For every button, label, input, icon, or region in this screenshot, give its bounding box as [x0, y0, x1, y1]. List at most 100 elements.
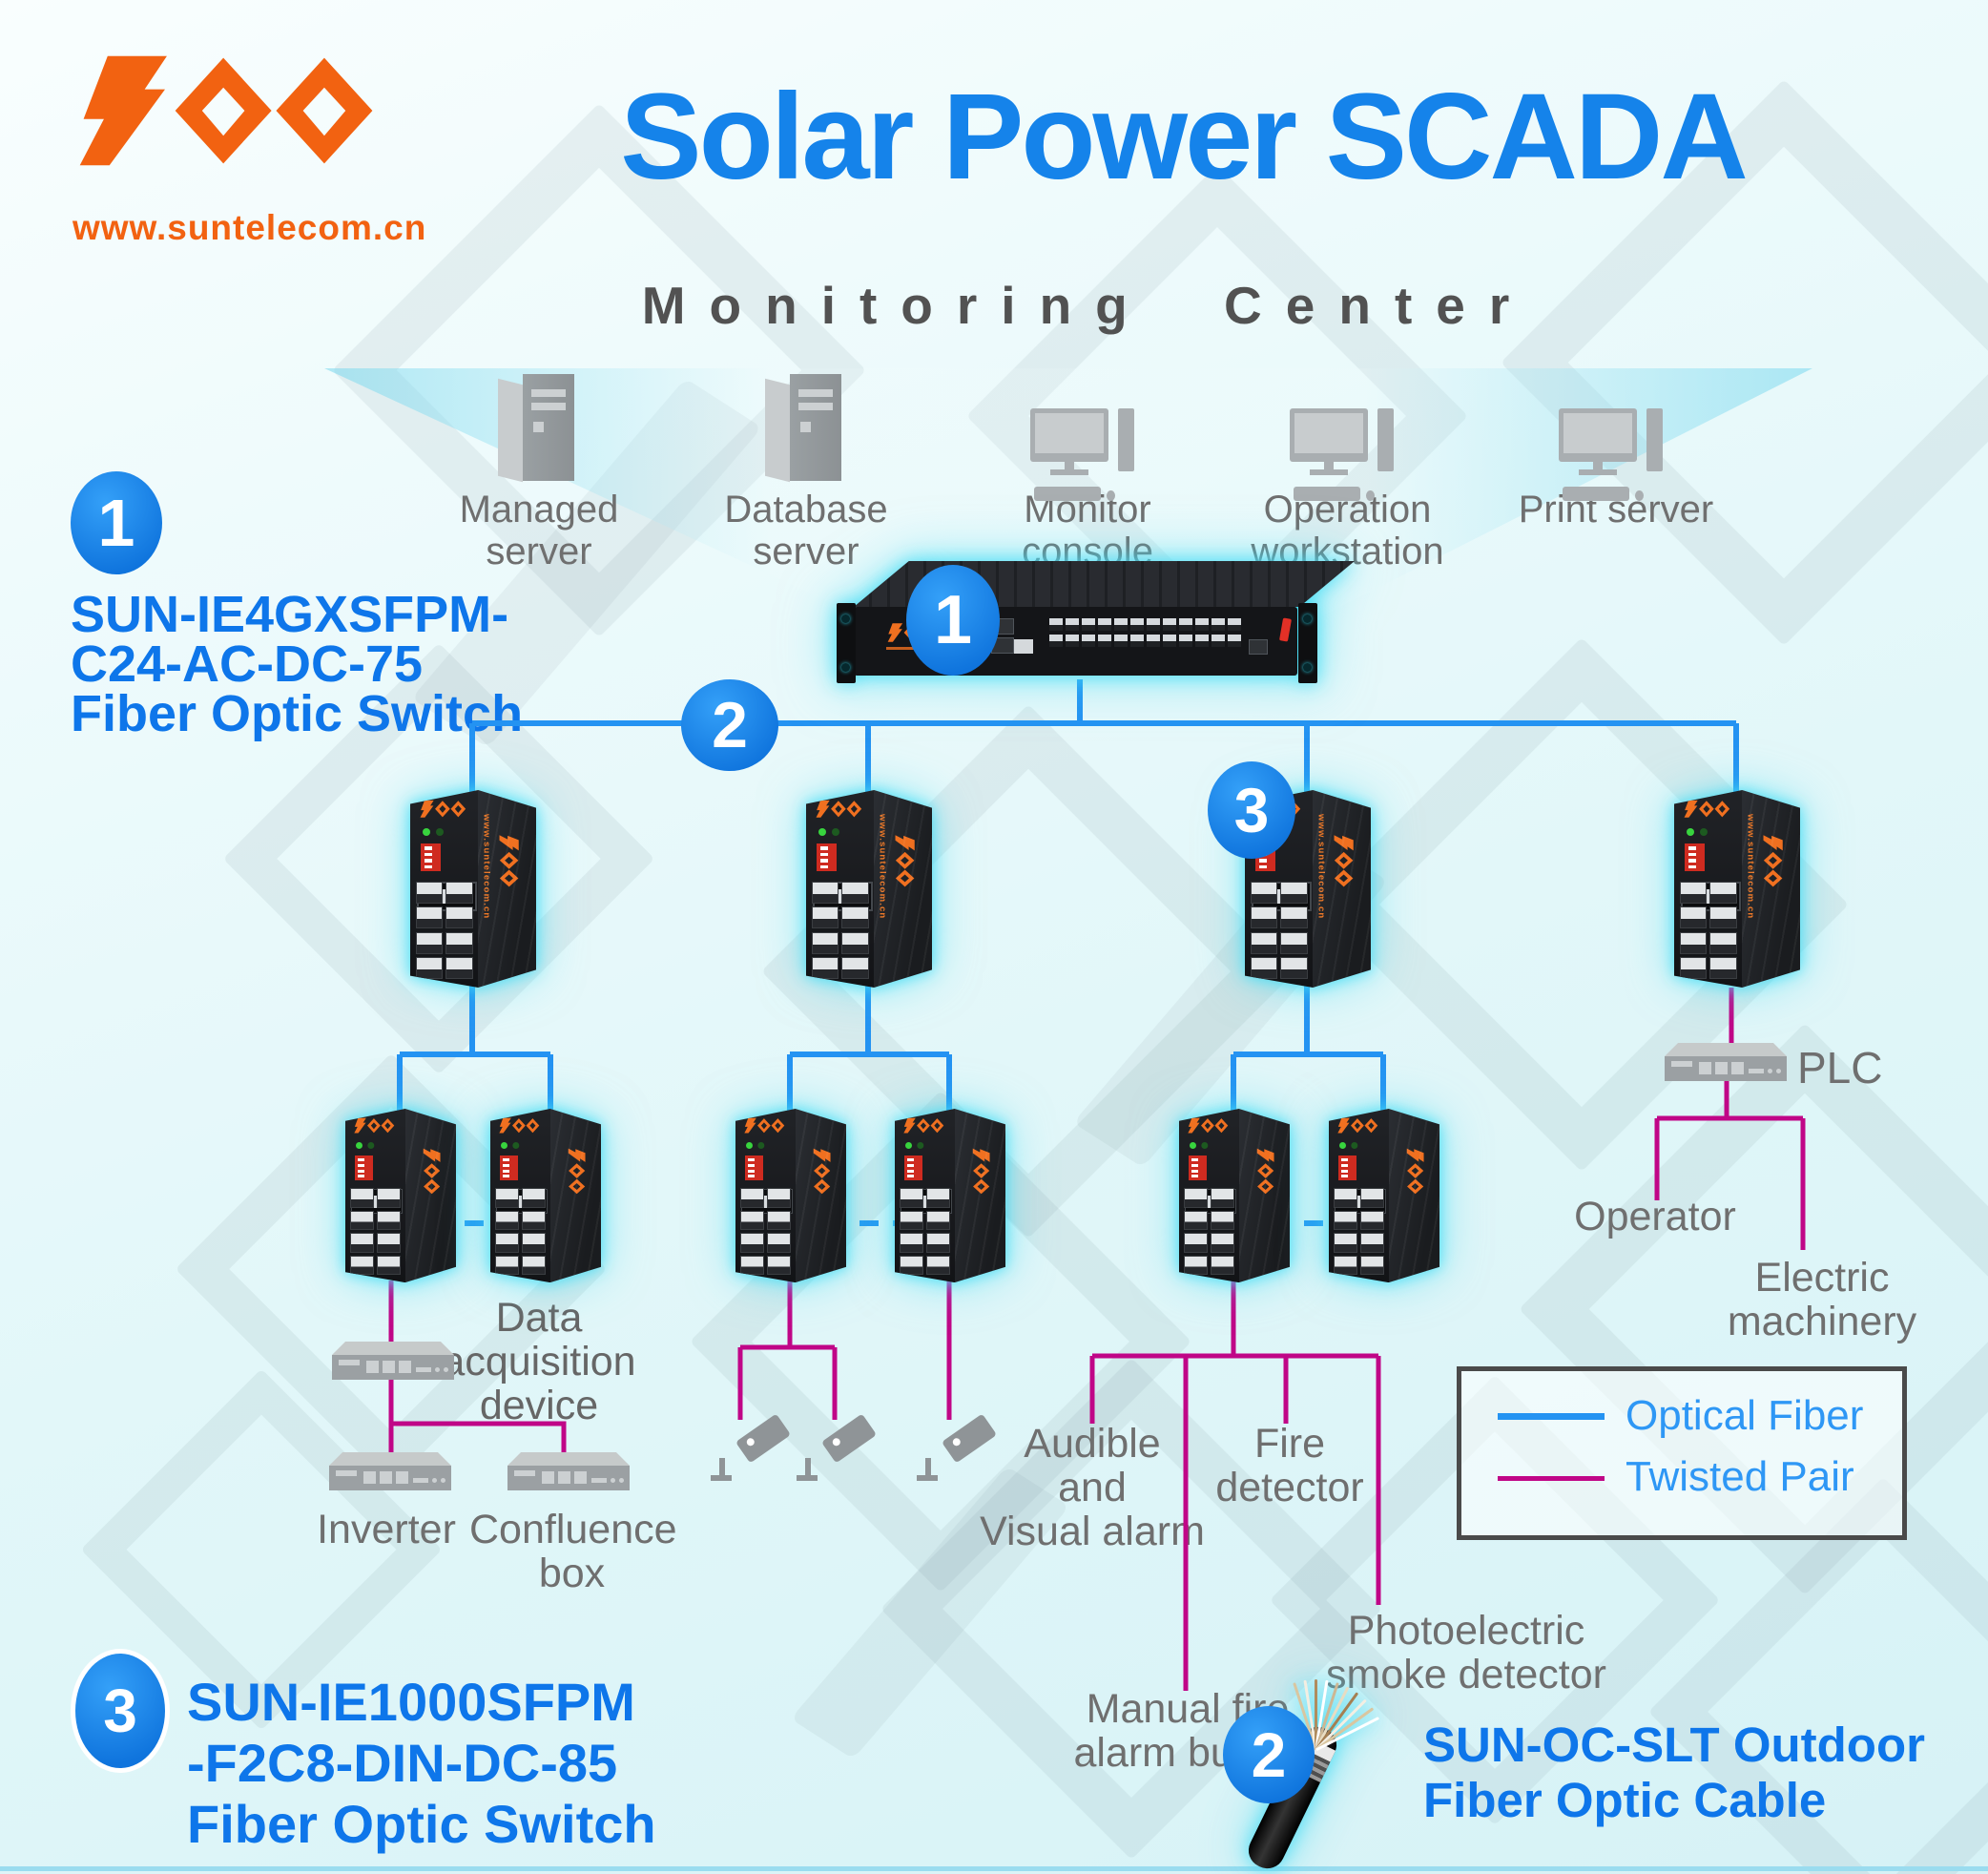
- rack-rj45-port: [1130, 635, 1144, 647]
- note-line: Fiber Optic Switch: [187, 1794, 656, 1854]
- rj45-port-grid: [1679, 881, 1737, 979]
- operation-workstation-icon: [1290, 408, 1404, 504]
- monitor-base: [1310, 469, 1348, 475]
- edge-switch-2a: [735, 1109, 847, 1283]
- tower-side: [765, 378, 790, 483]
- monitor-stand: [1593, 462, 1603, 469]
- rj45-port: [1184, 1210, 1208, 1231]
- mouse: [1635, 490, 1644, 501]
- rj45-port: [925, 1210, 950, 1231]
- rack-rj45-port: [1066, 618, 1079, 631]
- device-slot: [1699, 1062, 1711, 1074]
- rj45-port: [495, 1188, 519, 1208]
- monitor-base: [1579, 469, 1617, 475]
- keyboard: [1034, 487, 1101, 501]
- rack-rj45-port: [1098, 635, 1111, 647]
- label-line: Managed: [459, 489, 619, 531]
- rj45-port: [1359, 1188, 1384, 1208]
- label-database-server: Database server: [701, 489, 911, 573]
- switch-front-panel: [895, 1109, 955, 1283]
- rj45-port: [740, 1188, 764, 1208]
- rj45-port: [1709, 906, 1737, 928]
- badge-2-note: 2: [1223, 1706, 1315, 1803]
- device-slot: [383, 1361, 395, 1373]
- page-title: Solar Power SCADA: [620, 69, 1749, 205]
- sun-logo-side: [1759, 834, 1783, 889]
- rj45-port: [1184, 1188, 1208, 1208]
- rj45-port: [900, 1210, 923, 1231]
- switch-front-panel: [806, 790, 875, 988]
- camera-body: [820, 1413, 878, 1464]
- device-front: [329, 1466, 451, 1490]
- rj45-port: [766, 1210, 791, 1231]
- rj45-port: [350, 1233, 374, 1253]
- mouse: [1366, 490, 1375, 501]
- device-dot: [1776, 1069, 1781, 1073]
- rj45-port-grid: [1250, 881, 1308, 979]
- switch-body: www.suntelecom.cn: [410, 790, 536, 988]
- label-inverter: Inverter: [317, 1507, 456, 1552]
- rj45-port: [1210, 1233, 1234, 1253]
- label-line: Database: [724, 489, 888, 531]
- sun-logo-mark: [1763, 835, 1783, 887]
- rj45-port: [1679, 906, 1707, 928]
- rj45-port: [811, 931, 839, 954]
- switch-front-panel: [735, 1109, 796, 1283]
- dip-switch-block: [745, 1156, 763, 1180]
- rj45-port-grid: [415, 881, 473, 979]
- power-led: [422, 828, 430, 836]
- device-slot: [399, 1361, 411, 1373]
- device-front: [507, 1466, 630, 1490]
- rj45-port: [376, 1255, 401, 1276]
- device-dot: [444, 1367, 448, 1372]
- side-url-text: www.suntelecom.cn: [1745, 813, 1756, 920]
- sun-logo-side: [421, 1147, 442, 1196]
- device-dot: [611, 1478, 615, 1483]
- dip-switch-block: [817, 843, 838, 871]
- tower-slot: [798, 403, 833, 410]
- device-front: [1665, 1056, 1787, 1081]
- rack-rj45-port: [1211, 618, 1225, 631]
- power-led: [1686, 828, 1694, 836]
- camera-lens-dot: [745, 1436, 756, 1447]
- device-top-face: [329, 1452, 451, 1466]
- cctv-camera-icon: [792, 1413, 878, 1483]
- rj45-port: [445, 957, 473, 979]
- rj45-port: [740, 1233, 764, 1253]
- switch-side-panel: www.suntelecom.cn: [874, 790, 932, 988]
- pc-tower: [1646, 408, 1663, 471]
- rack-ear: [837, 603, 856, 683]
- switch-front-panel: [345, 1109, 405, 1283]
- rj45-port: [1709, 931, 1737, 954]
- rj45-port: [1679, 931, 1707, 954]
- edge-switch-3a: [1179, 1109, 1291, 1283]
- rack-rj45-port: [1147, 635, 1160, 647]
- badge-1-core-switch: 1: [906, 565, 1000, 676]
- label-electric-machinery: Electric machinery: [1717, 1256, 1927, 1343]
- power-led: [1339, 1142, 1347, 1150]
- label-operator: Operator: [1574, 1194, 1736, 1239]
- dip-switch-block: [421, 843, 442, 871]
- rj45-port: [1280, 957, 1308, 979]
- cctv-camera-icon: [706, 1413, 792, 1483]
- device-dot: [435, 1367, 440, 1372]
- label-line: device: [479, 1383, 599, 1428]
- camera-mount-post: [719, 1458, 725, 1477]
- rj45-port: [1280, 906, 1308, 928]
- switch-body: [345, 1109, 457, 1283]
- sun-logo-mark: [895, 835, 915, 887]
- switch-front-panel: [410, 790, 479, 988]
- switch-side-panel: www.suntelecom.cn: [478, 790, 536, 988]
- rj45-port-grid: [1184, 1188, 1234, 1276]
- sun-logo-mini: [419, 800, 467, 822]
- sun-logo-mark: [1336, 1117, 1377, 1134]
- sun-logo-mark: [902, 1117, 943, 1134]
- rj45-port: [1184, 1233, 1208, 1253]
- sun-logo-mark: [743, 1117, 784, 1134]
- monitoring-center-heading: Monitoring Center: [641, 276, 1534, 335]
- rj45-port: [415, 957, 443, 979]
- device-slot: [363, 1471, 376, 1484]
- device-dot: [1768, 1069, 1772, 1073]
- sun-logo-mark: [423, 1148, 441, 1194]
- rj45-port: [1210, 1210, 1234, 1231]
